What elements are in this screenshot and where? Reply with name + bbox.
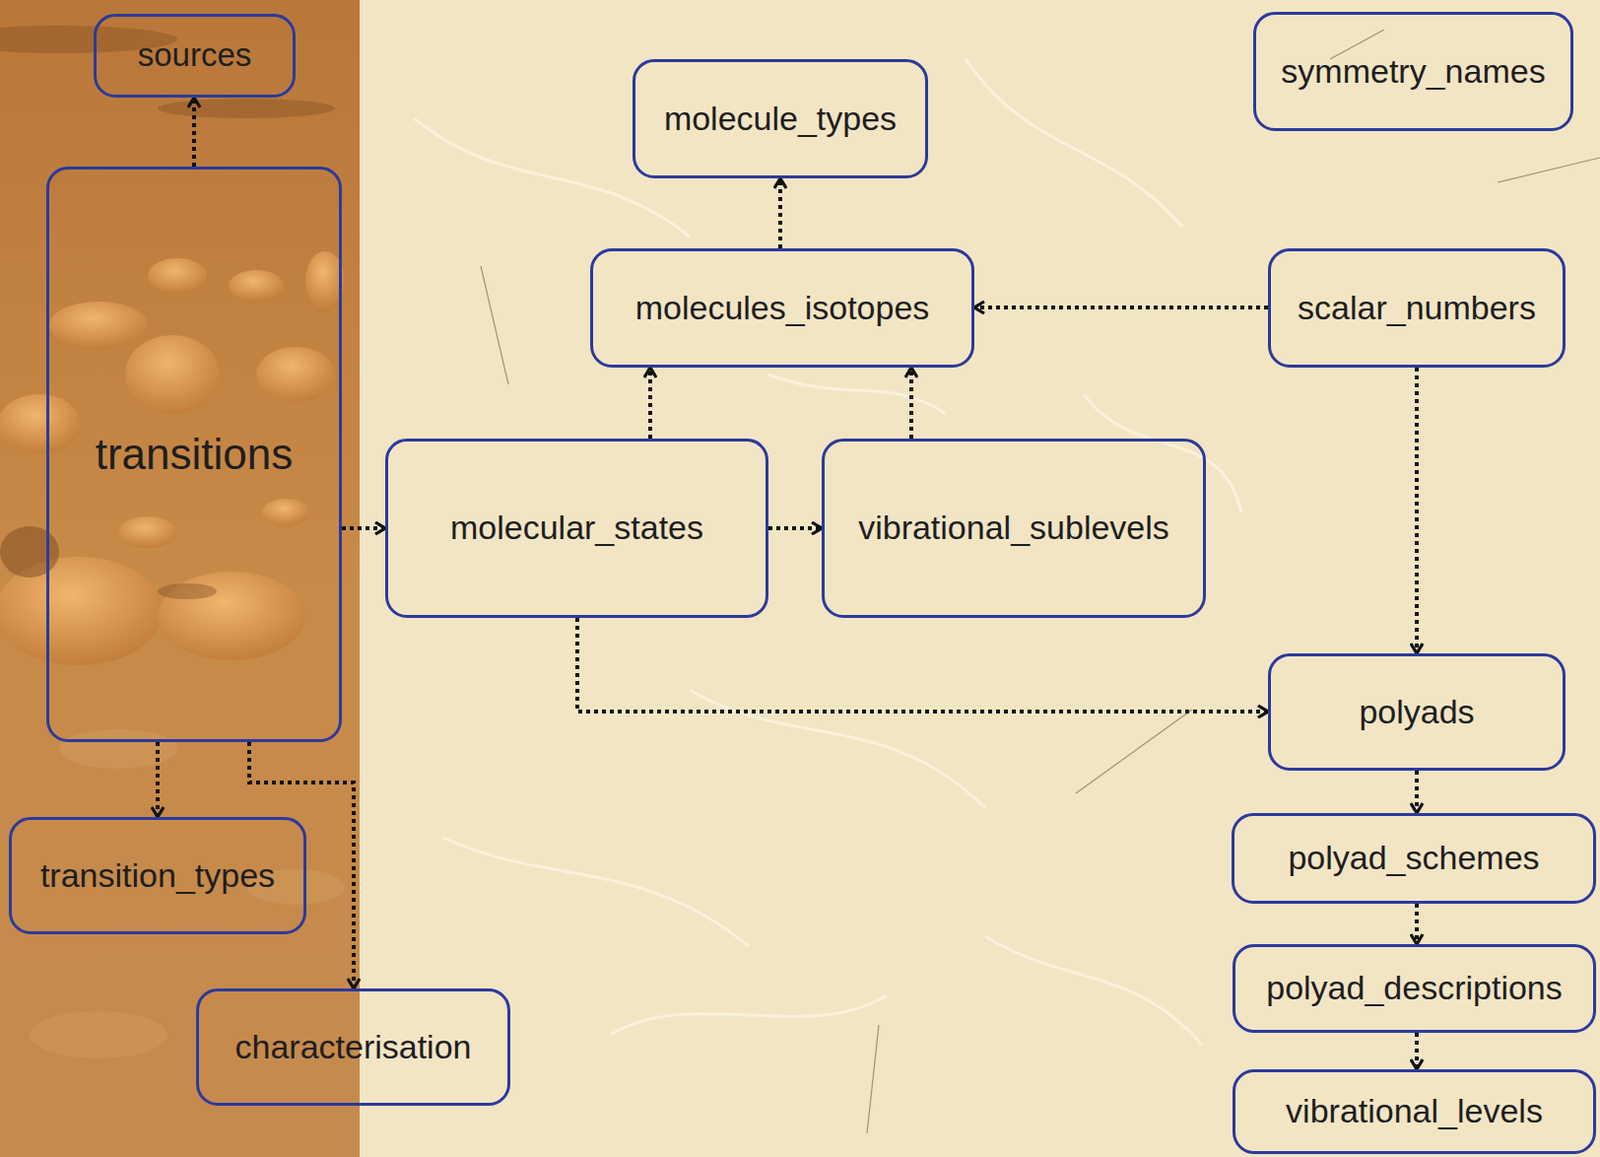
surface-rocks bbox=[0, 25, 345, 1059]
dotted-arrow bbox=[1414, 903, 1419, 944]
dotted-arrow bbox=[341, 526, 386, 531]
table-box: polyad_descriptions bbox=[1232, 943, 1597, 1033]
paper-fibres bbox=[413, 59, 1242, 1045]
paper-hairs bbox=[480, 29, 1600, 1134]
table-name: molecules_isotopes bbox=[635, 289, 931, 327]
table-name: molecule_types bbox=[664, 100, 897, 137]
table-name: vibrational_sublevels bbox=[858, 509, 1170, 546]
paper-ground bbox=[359, 0, 1600, 1157]
dotted-arrow bbox=[648, 367, 653, 439]
table-box: transitions bbox=[46, 166, 342, 742]
table-box: polyads bbox=[1267, 653, 1566, 771]
table-name: transition_types bbox=[40, 857, 275, 894]
dotted-arrow bbox=[577, 617, 1268, 712]
table-box: molecule_types bbox=[632, 59, 929, 179]
table-name: symmetry_names bbox=[1280, 53, 1545, 90]
table-name: polyad_schemes bbox=[1287, 839, 1539, 876]
dotted-arrow bbox=[1414, 1032, 1419, 1069]
dotted-arrow bbox=[768, 526, 822, 531]
table-box: molecules_isotopes bbox=[590, 248, 975, 368]
table-box: vibrational_levels bbox=[1232, 1068, 1597, 1154]
dotted-arrow bbox=[974, 305, 1268, 310]
table-box: symmetry_names bbox=[1253, 11, 1574, 132]
table-name: vibrational_levels bbox=[1285, 1092, 1543, 1130]
table-box: sources bbox=[93, 13, 296, 98]
table-name: characterisation bbox=[234, 1028, 471, 1066]
table-box: scalar_numbers bbox=[1267, 248, 1566, 368]
table-name: transitions bbox=[95, 430, 294, 478]
dotted-arrow bbox=[1414, 367, 1419, 654]
table-name: scalar_numbers bbox=[1297, 289, 1536, 327]
table-box: characterisation bbox=[196, 988, 511, 1106]
table-name: molecular_states bbox=[450, 509, 704, 546]
table-box: vibrational_sublevels bbox=[821, 438, 1206, 618]
dotted-arrow bbox=[778, 178, 783, 249]
dotted-arrow bbox=[1414, 770, 1419, 813]
dotted-arrow bbox=[909, 367, 914, 439]
dotted-arrow bbox=[192, 97, 197, 167]
table-name: sources bbox=[137, 37, 253, 73]
table-box: polyad_schemes bbox=[1231, 812, 1597, 904]
table-box: molecular_states bbox=[385, 438, 769, 618]
table-name: polyad_descriptions bbox=[1266, 969, 1563, 1006]
table-name: polyads bbox=[1358, 693, 1474, 731]
dotted-arrow bbox=[155, 741, 160, 817]
table-box: transition_types bbox=[8, 816, 307, 934]
